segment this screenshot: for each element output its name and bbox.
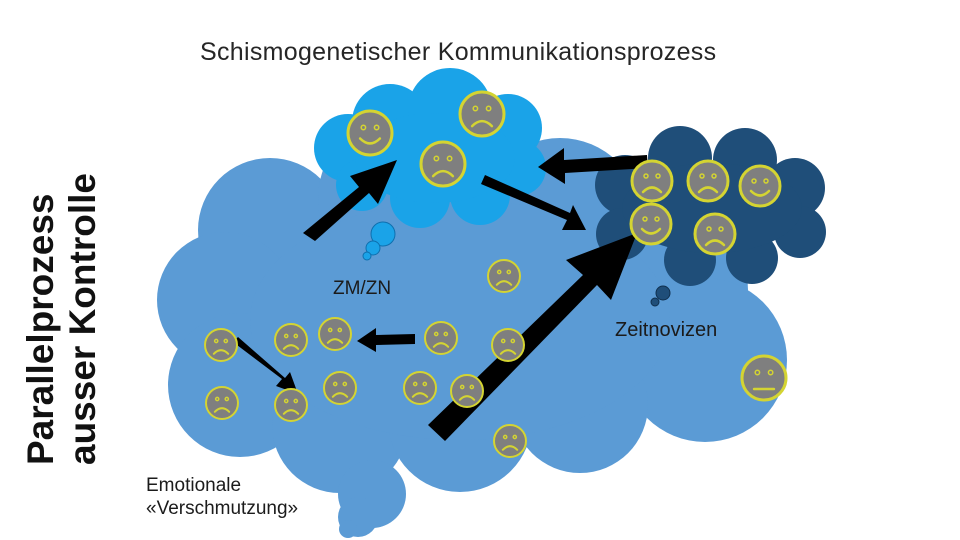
smiley-face-sad-icon — [274, 388, 308, 422]
arrow-down-right-main — [233, 337, 298, 394]
smiley-face-sad-icon — [493, 424, 527, 458]
label-emotionale-verschmutzung: Emotionale «Verschmutzung» — [146, 474, 376, 520]
smiley-face-sad-icon — [487, 259, 521, 293]
side-title: Parallelprozess ausser Kontrolle — [20, 173, 104, 465]
smiley-face-sad-icon — [630, 159, 674, 203]
smiley-face-sad-icon — [686, 159, 730, 203]
smiley-face-sad-icon — [403, 371, 437, 405]
smiley-face-sad-icon — [323, 371, 357, 405]
smiley-face-sad-icon — [204, 328, 238, 362]
faces-layer — [204, 90, 788, 458]
label-emotionale-line2: «Verschmutzung» — [146, 498, 299, 519]
smiley-face-happy-icon — [738, 164, 782, 208]
smiley-face-sad-icon — [318, 317, 352, 351]
smiley-face-sad-icon — [205, 386, 239, 420]
smiley-face-sad-icon — [458, 90, 506, 138]
smiley-face-sad-icon — [274, 323, 308, 357]
arrow-from-dark-to-top — [538, 148, 648, 184]
smiley-face-happy-icon — [346, 109, 394, 157]
smiley-face-sad-icon — [491, 328, 525, 362]
side-title-line2: ausser Kontrolle — [62, 173, 103, 465]
label-zm-zn: ZM/ZN — [333, 278, 392, 299]
smiley-face-sad-icon — [693, 212, 737, 256]
smiley-face-happy-icon — [629, 202, 673, 246]
side-title-line1: Parallelprozess — [20, 193, 61, 465]
smiley-face-sad-icon — [424, 321, 458, 355]
arrow-up-to-top-cloud — [303, 160, 397, 241]
page-title: Schismogenetischer Kommunikationsprozess — [200, 38, 717, 66]
smiley-face-sad-icon — [419, 140, 467, 188]
arrow-left-main — [357, 328, 415, 352]
smiley-face-sad-icon — [450, 374, 484, 408]
label-zeitnovizen: Zeitnovizen — [615, 319, 718, 341]
arrow-top-to-dark — [481, 175, 586, 230]
smiley-face-neutral-icon — [740, 354, 788, 402]
label-emotionale-line1: Emotionale — [146, 475, 242, 496]
